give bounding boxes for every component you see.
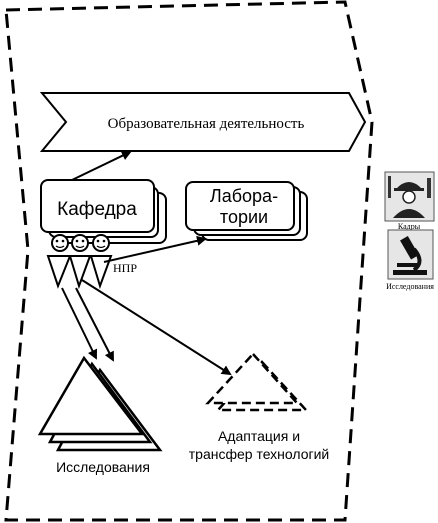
arrow-people-to-adaptation <box>81 279 232 376</box>
labs-label-line1: Лабора- <box>210 186 278 206</box>
education-banner <box>39 92 367 152</box>
arrow-people-to-research-2 <box>75 287 114 362</box>
worker-icon <box>384 171 435 222</box>
kafedra-box <box>40 179 155 233</box>
arrow-people-to-labs <box>103 235 207 263</box>
npr-label: НПР <box>113 261 137 275</box>
adaptation-label-line1: Адаптация и <box>218 428 300 444</box>
legend-staff-label: Кадры <box>398 222 421 231</box>
dashed-boundary <box>4 0 374 522</box>
labs-label-line2: тории <box>220 207 268 227</box>
legend-research-label: Исследования <box>386 282 434 291</box>
education-banner-label: Образовательная деятельность <box>108 116 305 132</box>
arrow-people-to-research-1 <box>61 287 98 360</box>
adaptation-label-line2: трансфер технологий <box>189 446 330 462</box>
arrow-kafedra-to-banner <box>71 150 132 181</box>
npr-people-icon <box>46 234 113 290</box>
microscope-icon <box>387 229 434 280</box>
research-triangle <box>37 355 145 436</box>
adaptation-triangle <box>205 352 300 405</box>
labs-box <box>185 181 295 231</box>
research-label: Исследования <box>56 459 150 475</box>
kafedra-label: Кафедра <box>57 199 137 220</box>
